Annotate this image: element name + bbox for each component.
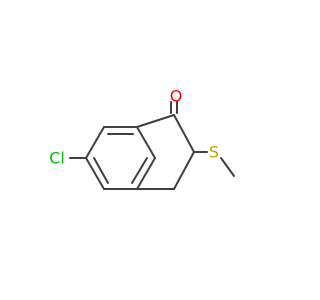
bond-ring-c5-c6 <box>85 157 105 190</box>
bond-ring-c3-c4 <box>136 157 156 190</box>
molecule-structure: O Cl S <box>49 87 235 190</box>
oxygen-atom-label: O <box>170 87 183 106</box>
bond-aromatic-left <box>93 157 109 184</box>
chlorine-atom-label: Cl <box>49 149 65 168</box>
bond-chs-ch2 <box>173 151 195 190</box>
bond-c2-carbonyl <box>136 114 175 128</box>
sulfur-atom-label: S <box>209 143 219 162</box>
bond-s-methyl <box>220 157 235 177</box>
bond-carbonyl-chs <box>173 114 195 153</box>
bond-aromatic-right <box>131 157 148 184</box>
bond-ring-c2-c3 <box>136 126 156 159</box>
bond-ring-c6-c1 <box>85 126 105 159</box>
